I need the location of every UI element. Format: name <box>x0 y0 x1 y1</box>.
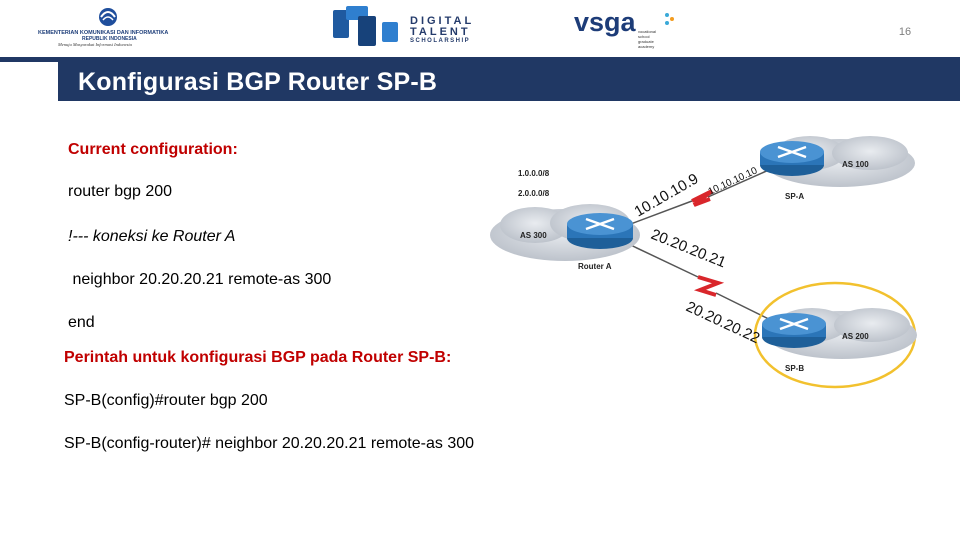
vsga-logo: vsga vocational school graduate academy <box>574 7 674 49</box>
command-line-1: SP-B(config)#router bgp 200 <box>64 392 268 409</box>
vsga-sub2: school <box>638 34 650 39</box>
dts-line3: SCHOLARSHIP <box>410 38 470 44</box>
label-network-1: 1.0.0.0/8 <box>518 169 550 178</box>
kominfo-tagline: Menuju Masyarakat Informasi Indonesia <box>57 42 133 47</box>
config-line-neighbor: neighbor 20.20.20.21 remote-as 300 <box>68 271 332 288</box>
kominfo-line1: KEMENTERIAN KOMUNIKASI DAN INFORMATIKA <box>38 30 168 36</box>
label-sp-a: SP-A <box>785 192 804 201</box>
dts-logo: DIGITAL TALENT SCHOLARSHIP <box>333 6 474 46</box>
vsga-sub1: vocational <box>638 29 656 34</box>
ip-spa: 10.10.10.10 <box>707 165 760 197</box>
ip-spb: 20.20.20.22 <box>683 298 762 347</box>
label-sp-b: SP-B <box>785 364 804 373</box>
title-bar <box>0 57 960 101</box>
logos-svg: KEMENTERIAN KOMUNIKASI DAN INFORMATIKA R… <box>38 6 674 49</box>
label-router-a: Router A <box>578 262 612 271</box>
label-network-2: 2.0.0.0/8 <box>518 189 550 198</box>
ip-routera-spa: 10.10.10.9 <box>632 170 702 220</box>
current-config-label: Current configuration: <box>68 141 238 158</box>
page-number: 16 <box>898 26 912 38</box>
bgp-network-diagram: AS 300 Router A 1.0.0.0/8 2.0.0.0/8 AS 1… <box>490 136 917 389</box>
command-line-2: SP-B(config-router)# neighbor 20.20.20.2… <box>64 435 475 452</box>
router-spb-icon <box>762 313 826 348</box>
command-label: Perintah untuk konfigurasi BGP pada Rout… <box>64 349 452 366</box>
label-as300: AS 300 <box>520 231 547 240</box>
vsga-sub4: academy <box>638 44 654 49</box>
config-line-router-bgp: router bgp 200 <box>68 183 173 200</box>
router-spa-icon <box>760 141 824 176</box>
label-as200: AS 200 <box>842 332 869 341</box>
dts-line2: TALENT <box>410 26 471 38</box>
router-a-icon <box>567 213 633 249</box>
header-logos: KEMENTERIAN KOMUNIKASI DAN INFORMATIKA R… <box>0 0 960 55</box>
config-line-end: end <box>68 314 95 331</box>
kominfo-logo: KEMENTERIAN KOMUNIKASI DAN INFORMATIKA R… <box>38 8 168 47</box>
label-as100: AS 100 <box>842 160 869 169</box>
kominfo-line2: REPUBLIK INDONESIA <box>82 36 137 42</box>
title-bar-notch <box>0 62 58 106</box>
vsga-word: vsga <box>574 7 637 37</box>
ip-routera-spb: 20.20.20.21 <box>649 226 729 271</box>
vsga-sub3: graduate <box>638 39 655 44</box>
config-line-comment: !--- koneksi ke Router A <box>68 228 236 245</box>
dts-line1: DIGITAL <box>410 15 474 27</box>
page-title: Konfigurasi BGP Router SP-B <box>78 68 438 96</box>
